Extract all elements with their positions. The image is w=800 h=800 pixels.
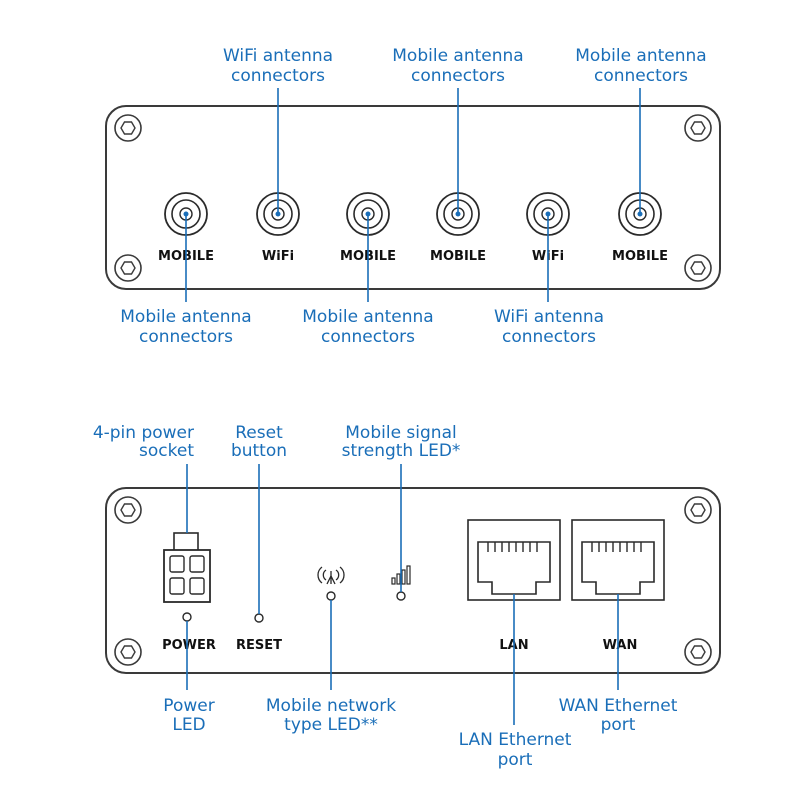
callout-network-led-line2: type LED** bbox=[284, 715, 378, 735]
callout-mobile-antenna-bottom-2-line1: Mobile antenna bbox=[302, 307, 433, 327]
power-socket-icon bbox=[163, 532, 211, 603]
top-panel-housing bbox=[105, 105, 721, 290]
callout-reset-line1: Reset bbox=[235, 423, 283, 443]
lan-port-icon bbox=[467, 519, 561, 601]
callout-reset-line2: button bbox=[231, 441, 287, 461]
top-callouts-above: WiFi antenna connectors Mobile antenna c… bbox=[223, 46, 707, 217]
bottom-callouts-below: Power LED Mobile network type LED** LAN … bbox=[163, 594, 678, 770]
callout-signal-led-line1: Mobile signal bbox=[345, 423, 456, 443]
network-type-led bbox=[326, 591, 336, 601]
leader-dot bbox=[455, 211, 461, 217]
leader-dot bbox=[545, 211, 551, 217]
callout-wifi-antenna-bottom-line2: connectors bbox=[502, 327, 596, 347]
signal-bars-icon bbox=[391, 565, 411, 585]
reset-button[interactable] bbox=[254, 613, 264, 623]
leader-dot bbox=[637, 211, 643, 217]
reset-label: RESET bbox=[236, 638, 282, 653]
screw-icon bbox=[114, 254, 142, 282]
bottom-panel: POWER RESET LAN WAN bbox=[105, 487, 721, 674]
port-label-2: WiFi bbox=[262, 249, 294, 264]
power-led bbox=[182, 612, 192, 622]
callout-wifi-antenna-top-line2: connectors bbox=[231, 66, 325, 86]
wan-label: WAN bbox=[603, 638, 638, 653]
callout-wan-port-line1: WAN Ethernet bbox=[559, 696, 678, 716]
screw-icon bbox=[684, 114, 712, 142]
callout-mobile-antenna-bottom-2-line2: connectors bbox=[321, 327, 415, 347]
callout-power-socket-line2: socket bbox=[139, 441, 194, 461]
callout-mobile-antenna-top-right-line2: connectors bbox=[594, 66, 688, 86]
wan-port-icon bbox=[571, 519, 665, 601]
screw-icon bbox=[114, 638, 142, 666]
callout-wifi-antenna-top-line1: WiFi antenna bbox=[223, 46, 333, 66]
callout-wifi-antenna-bottom-line1: WiFi antenna bbox=[494, 307, 604, 327]
callout-power-led-line1: Power bbox=[163, 696, 214, 716]
signal-strength-led bbox=[396, 591, 406, 601]
power-label: POWER bbox=[162, 638, 216, 653]
leader-dot bbox=[365, 211, 371, 217]
network-type-icon bbox=[317, 566, 345, 585]
bottom-callouts-above: 4-pin power socket Reset button Mobile s… bbox=[93, 423, 461, 614]
callout-signal-led-line2: strength LED* bbox=[342, 441, 461, 461]
callout-wan-port-line2: port bbox=[601, 715, 636, 735]
port-label-4: MOBILE bbox=[430, 249, 486, 264]
callout-network-led-line1: Mobile network bbox=[266, 696, 396, 716]
port-label-6: MOBILE bbox=[612, 249, 668, 264]
leader-dot bbox=[275, 211, 281, 217]
screw-icon bbox=[684, 254, 712, 282]
screw-icon bbox=[114, 114, 142, 142]
callout-lan-port-line2: port bbox=[498, 750, 533, 770]
screw-icon bbox=[684, 638, 712, 666]
callout-mobile-antenna-bottom-1-line1: Mobile antenna bbox=[120, 307, 251, 327]
callout-power-socket-line1: 4-pin power bbox=[93, 423, 194, 443]
callout-power-led-line2: LED bbox=[172, 715, 205, 735]
screw-icon bbox=[684, 496, 712, 524]
callout-mobile-antenna-bottom-1-line2: connectors bbox=[139, 327, 233, 347]
callout-lan-port-line1: LAN Ethernet bbox=[459, 730, 572, 750]
leader-dot bbox=[183, 211, 189, 217]
top-callouts-below: Mobile antenna connectors Mobile antenna… bbox=[120, 211, 604, 347]
callout-mobile-antenna-top-line2: connectors bbox=[411, 66, 505, 86]
callout-mobile-antenna-top-right-line1: Mobile antenna bbox=[575, 46, 706, 66]
screw-icon bbox=[114, 496, 142, 524]
callout-mobile-antenna-top-line1: Mobile antenna bbox=[392, 46, 523, 66]
top-panel: MOBILE WiFi MOBILE MOBILE WiFi MOBILE bbox=[105, 105, 721, 290]
